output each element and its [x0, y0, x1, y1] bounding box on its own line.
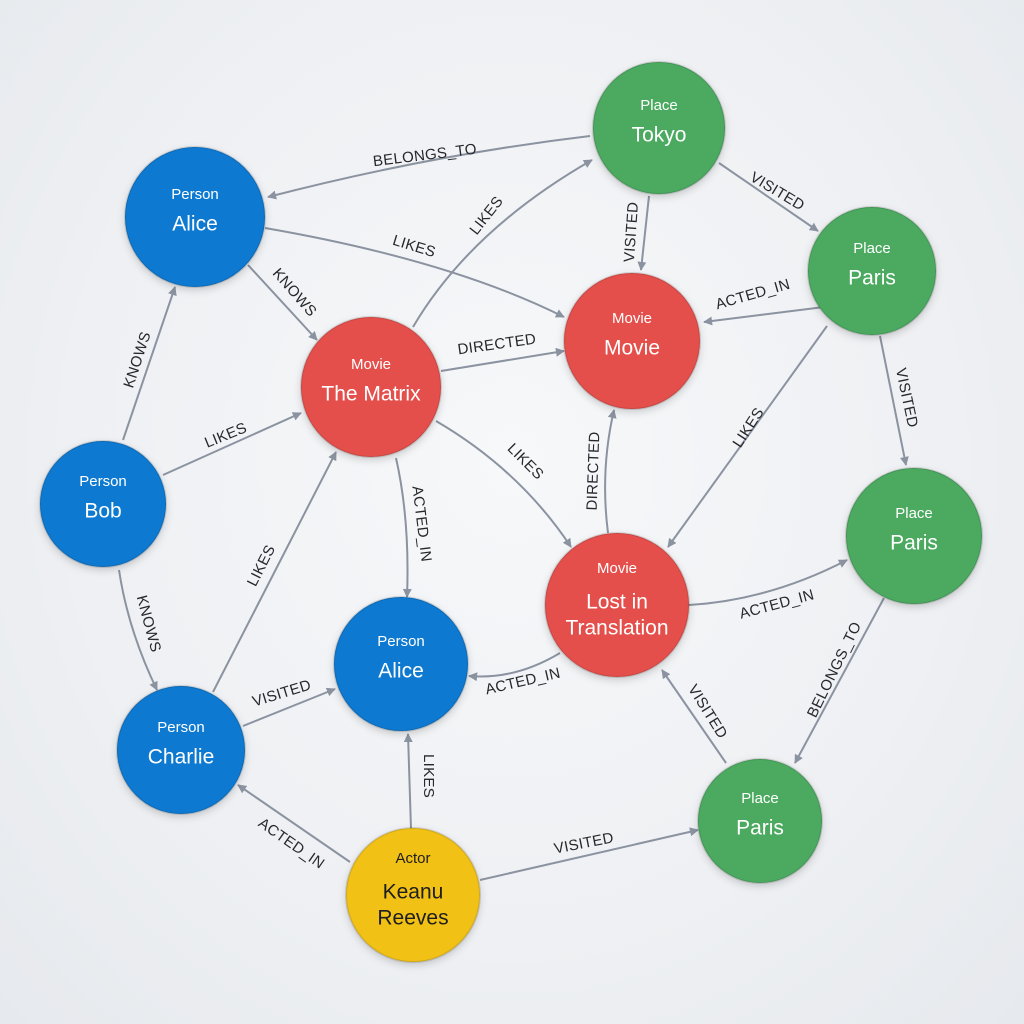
node-type-label: Place: [853, 240, 891, 257]
edge-label-acted-in: ACTED_IN: [408, 485, 434, 563]
edge-e3-arrow: [637, 195, 650, 271]
edge-e4-arrow: [412, 159, 593, 328]
edge-e14-arrow: [667, 325, 828, 548]
nodes-layer: PlaceTokyoPersonAlicePlaceParisMovieMovi…: [39, 61, 983, 963]
edge-e1-arrow: [267, 135, 591, 200]
node-person-circle[interactable]: [39, 440, 167, 568]
node-actor-circle[interactable]: [345, 827, 481, 963]
edge-label-belongs-to: BELONGS_TO: [372, 141, 478, 171]
node-place-circle[interactable]: [592, 61, 726, 195]
node-name-label: Alice: [378, 660, 424, 683]
edge-label-visited: VISITED: [747, 169, 808, 215]
edge-e16-arrow: [118, 569, 158, 691]
node-person-circle[interactable]: [333, 596, 469, 732]
node-type-label: Person: [157, 719, 205, 736]
edge-e22-arrow: [661, 669, 727, 764]
node-name-label: Lost in: [586, 591, 648, 614]
edge-e23-arrow: [403, 733, 413, 830]
edge-label-acted-in: ACTED_IN: [738, 586, 816, 622]
edge-e17-arrow: [688, 559, 848, 606]
node-person-circle[interactable]: [124, 146, 266, 288]
node-place-circle[interactable]: [697, 758, 823, 884]
edge-e7-arrow: [703, 305, 833, 326]
edge-label-likes: LIKES: [466, 193, 507, 238]
node-name-label: Reeves: [377, 907, 448, 930]
node-movie-circle[interactable]: [563, 272, 701, 410]
node-place-circle[interactable]: [807, 206, 937, 336]
edge-label-visited: VISITED: [250, 677, 313, 711]
node-name-label: Translation: [565, 617, 668, 640]
node-name-label: Tokyo: [632, 124, 687, 147]
edge-label-directed: DIRECTED: [457, 331, 538, 359]
edge-label-visited: VISITED: [553, 829, 616, 857]
edge-label-visited: VISITED: [621, 201, 642, 262]
edge-label-belongs-to: BELONGS_TO: [804, 619, 865, 720]
node-type-label: Actor: [395, 850, 430, 867]
edge-e24-arrow: [237, 784, 351, 863]
node-type-label: Place: [741, 790, 779, 807]
edge-e13-arrow: [395, 457, 412, 598]
edges-layer: [118, 135, 909, 881]
node-type-label: Place: [895, 505, 933, 522]
node-type-label: Place: [640, 97, 678, 114]
node-name-label: Paris: [848, 267, 896, 290]
edge-e10-arrow: [879, 335, 909, 466]
edge-label-likes: LIKES: [420, 754, 437, 798]
node-name-label: Keanu: [383, 881, 444, 904]
node-name-label: Movie: [604, 337, 660, 360]
edge-e20-arrow: [794, 597, 885, 764]
edge-e5-arrow: [247, 264, 318, 341]
edge-label-likes: LIKES: [729, 405, 767, 451]
node-type-label: Person: [79, 473, 127, 490]
edge-e6-arrow: [264, 227, 565, 318]
edge-e8-arrow: [440, 347, 565, 372]
edge-e18-arrow: [212, 451, 337, 693]
edge-e12-arrow: [435, 420, 572, 548]
edge-e19-arrow: [468, 652, 561, 682]
edge-label-acted-in: ACTED_IN: [714, 276, 792, 313]
node-type-label: Person: [171, 186, 219, 203]
node-type-label: Movie: [351, 356, 391, 373]
node-movie-circle[interactable]: [544, 532, 690, 678]
node-type-label: Movie: [612, 310, 652, 327]
node-type-label: Movie: [597, 560, 637, 577]
node-place-circle[interactable]: [845, 467, 983, 605]
node-name-label: Paris: [890, 532, 938, 555]
node-name-label: Alice: [172, 213, 218, 236]
node-person-circle[interactable]: [116, 685, 246, 815]
node-name-label: Bob: [84, 500, 121, 523]
edge-e25-arrow: [479, 827, 699, 881]
node-movie-circle[interactable]: [300, 316, 442, 458]
edge-e9-arrow: [122, 286, 177, 441]
edge-label-acted-in: ACTED_IN: [255, 815, 327, 873]
edge-e15-arrow: [604, 409, 617, 534]
edge-label-likes: LIKES: [244, 542, 279, 589]
node-type-label: Person: [377, 633, 425, 650]
edge-label-directed: DIRECTED: [584, 431, 604, 511]
node-name-label: The Matrix: [321, 383, 421, 406]
edge-label-knows: KNOWS: [269, 265, 320, 320]
edge-e2-arrow: [718, 162, 819, 232]
node-name-label: Charlie: [148, 746, 215, 769]
edge-e21-arrow: [242, 687, 336, 727]
edge-e11-arrow: [162, 412, 302, 476]
node-name-label: Paris: [736, 817, 784, 840]
